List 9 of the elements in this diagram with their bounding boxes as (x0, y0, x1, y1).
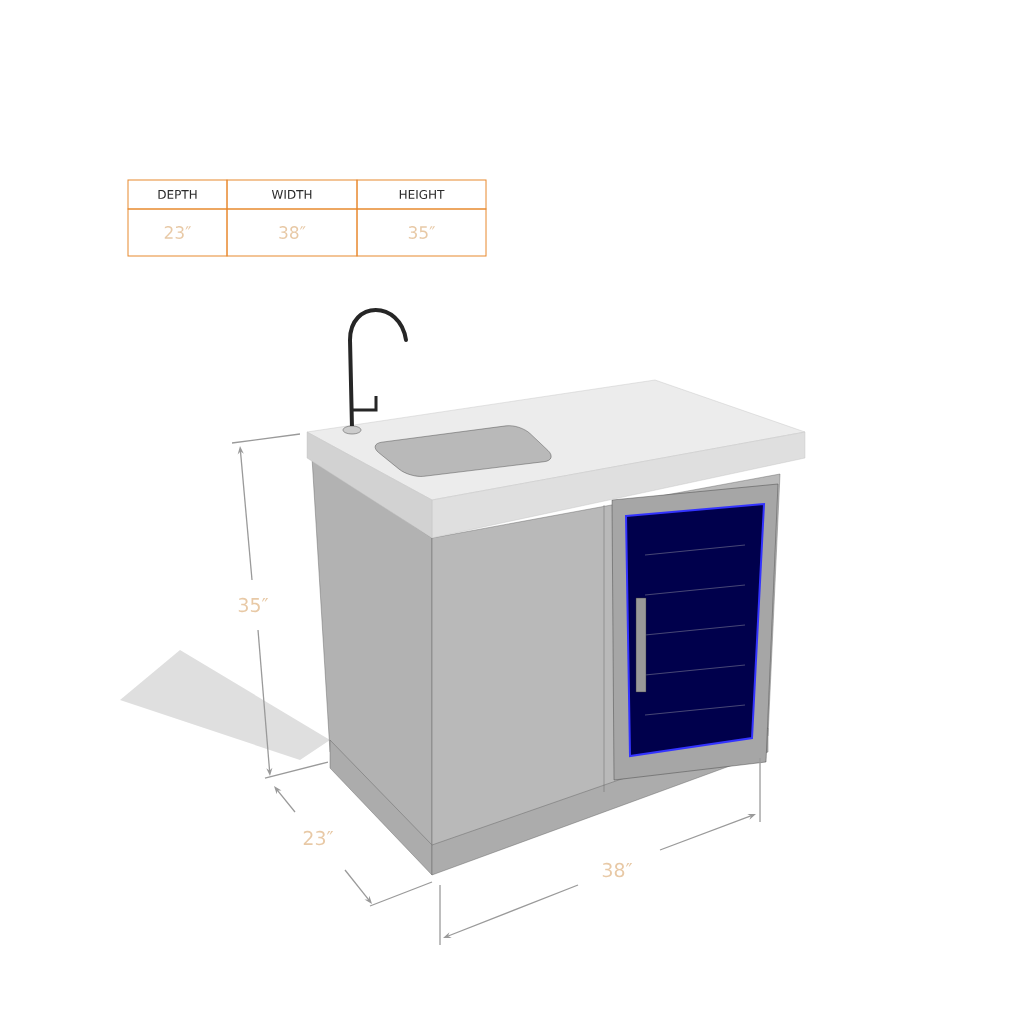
dimension-label: 38″ (602, 862, 633, 878)
table-cell: 23″ (127, 208, 228, 257)
table-cell: 35″ (356, 208, 487, 257)
table-header-cell: WIDTH (226, 179, 358, 210)
dimension-label: 23″ (303, 830, 334, 846)
table-header-cell: DEPTH (127, 179, 228, 210)
dimension-label: 35″ (238, 597, 269, 613)
table-header-cell: HEIGHT (356, 179, 487, 210)
table-cell: 38″ (226, 208, 358, 257)
